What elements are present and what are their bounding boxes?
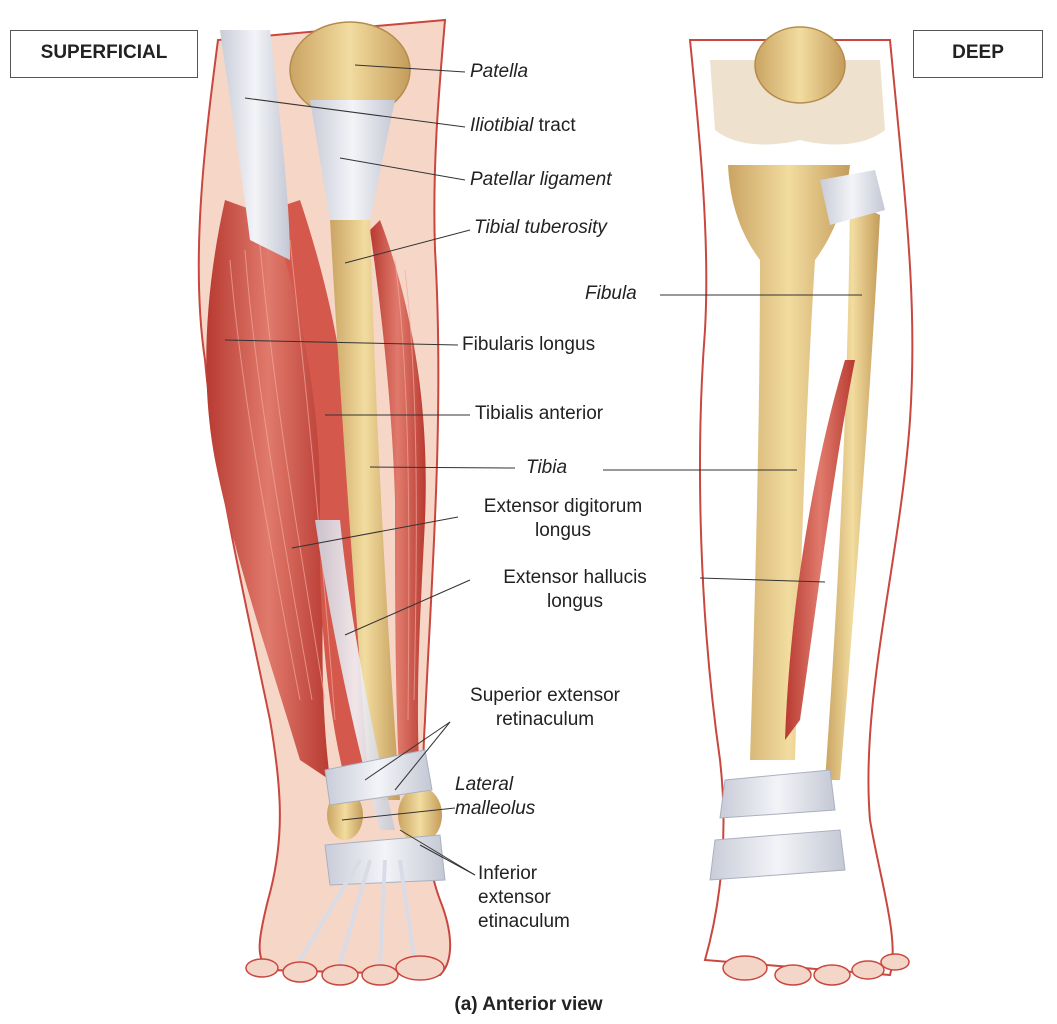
deep-leg (690, 27, 912, 985)
label-fibula: Fibula (585, 282, 637, 306)
label-tibial-tuberosity: Tibial tuberosity (474, 216, 607, 240)
label-extensor-hallucis-longus: Extensor hallucis longus (470, 566, 680, 614)
label-fibularis-longus: Fibularis longus (462, 333, 595, 357)
label-iliotibial-tract: Iliotibial tract (470, 114, 576, 138)
label-lateral-malleolus: Lateral malleolus (455, 773, 565, 821)
label-tibialis-anterior: Tibialis anterior (475, 402, 603, 426)
deep-fibula (825, 200, 880, 780)
superficial-leg (199, 20, 450, 985)
label-tibia: Tibia (526, 456, 567, 480)
label-superior-extensor-retinaculum: Superior extensor retinaculum (445, 684, 645, 732)
label-patella: Patella (470, 60, 528, 84)
label-iliotibial-word: Iliotibial (470, 115, 533, 136)
label-extensor-digitorum-longus: Extensor digitorum longus (458, 495, 668, 543)
deep-patella (755, 27, 845, 103)
superficial-panel-label: SUPERFICIAL (10, 30, 198, 78)
label-inferior-extensor-retinaculum: Inferior extensor etinaculum (478, 862, 588, 934)
label-tract-word: tract (533, 115, 575, 136)
figure-caption: (a) Anterior view (0, 994, 1057, 1016)
label-patellar-ligament: Patellar ligament (470, 168, 612, 192)
deep-panel-label: DEEP (913, 30, 1043, 78)
